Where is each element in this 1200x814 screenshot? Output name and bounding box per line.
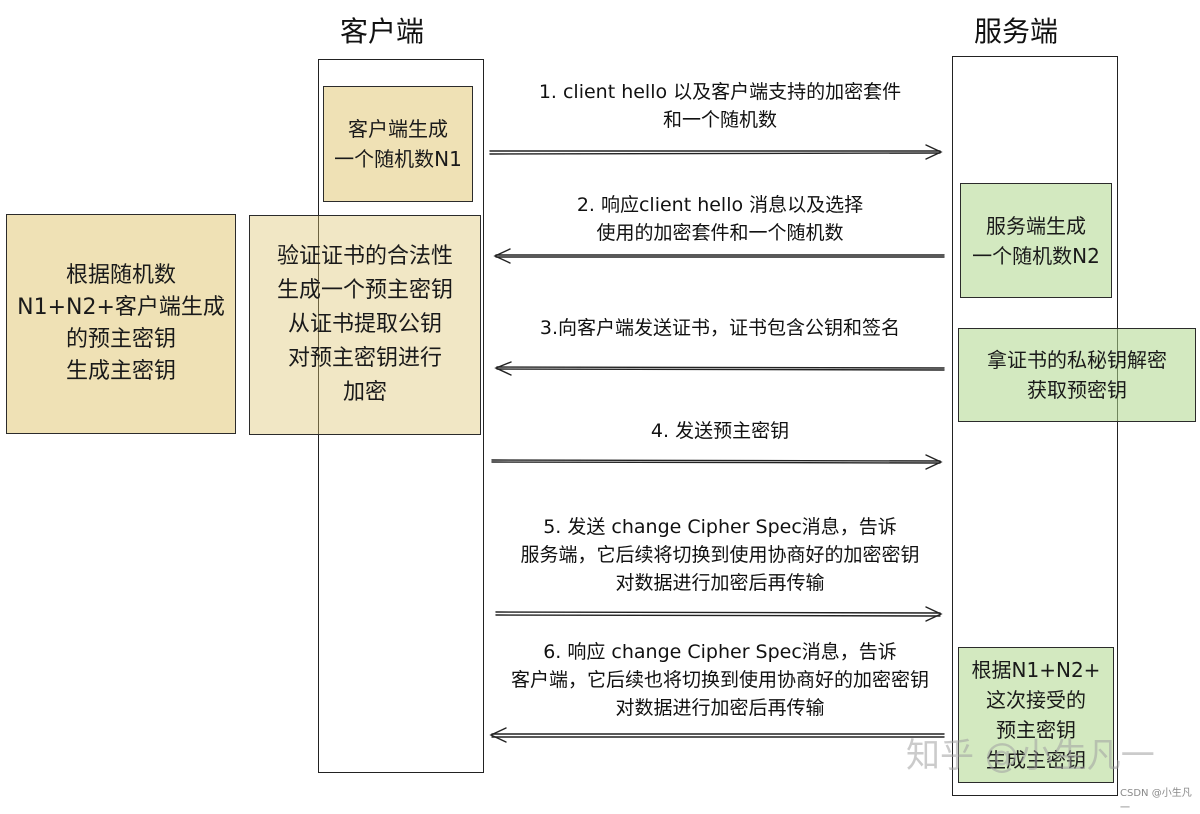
message-5-line: 服务端，它后续将切换到使用协商好的加密密钥 — [520, 544, 920, 566]
arrow-1-right — [489, 144, 943, 160]
zhihu-watermark: 知乎 @小生凡一 — [906, 736, 1155, 776]
client-verify-line: 生成一个预主密钥 — [276, 278, 453, 303]
csdn-watermark: CSDN @小生凡一 — [1120, 788, 1192, 814]
arrow-4-right — [491, 454, 943, 470]
message-6-label: 6. 响应 change Cipher Spec消息，告诉 客户端，它后续也将切… — [470, 638, 970, 722]
client-random-line: 客户端生成 — [348, 117, 448, 141]
client-master-line: 根据随机数 — [65, 263, 176, 288]
arrow-2-left — [493, 248, 945, 264]
server-random-line: 服务端生成 — [986, 213, 1086, 238]
server-lane-title: 服务端 — [974, 15, 1059, 48]
client-master-line: N1+N2+客户端生成 — [17, 295, 225, 320]
client-verify-line: 从证书提取公钥 — [287, 312, 442, 337]
server-master-line: 根据N1+N2+ — [971, 658, 1101, 682]
arrow-3-left — [494, 361, 945, 376]
server-master-key-box: 根据N1+N2+ 这次接受的 预主密钥 生成主密钥 — [958, 647, 1114, 783]
message-3-label: 3.向客户端发送证书，证书包含公钥和签名 — [480, 314, 960, 342]
client-lane-title: 客户端 — [340, 15, 425, 48]
message-6-line: 6. 响应 change Cipher Spec消息，告诉 — [543, 641, 897, 663]
message-1-line: 和一个随机数 — [662, 109, 777, 131]
arrow-6-left — [489, 727, 945, 743]
client-random-box: 客户端生成 一个随机数N1 — [323, 86, 473, 202]
client-verify-line: 加密 — [342, 380, 387, 405]
server-decrypt-line: 获取预密钥 — [1027, 378, 1127, 402]
client-verify-line: 验证证书的合法性 — [276, 244, 453, 269]
message-5-line: 5. 发送 change Cipher Spec消息，告诉 — [543, 516, 897, 538]
message-5-label: 5. 发送 change Cipher Spec消息，告诉 服务端，它后续将切换… — [470, 513, 970, 597]
message-1-label: 1. client hello 以及客户端支持的加密套件 和一个随机数 — [480, 78, 960, 134]
client-lane — [318, 59, 484, 773]
server-random-box: 服务端生成 一个随机数N2 — [960, 183, 1112, 298]
server-master-line: 预主密钥 — [995, 718, 1076, 742]
message-2-line: 使用的加密套件和一个随机数 — [596, 222, 844, 244]
message-1-line: 1. client hello 以及客户端支持的加密套件 — [538, 81, 902, 103]
message-2-label: 2. 响应client hello 消息以及选择 使用的加密套件和一个随机数 — [480, 191, 960, 247]
server-lane — [952, 56, 1118, 796]
arrow-5-right — [495, 606, 943, 622]
client-master-line: 生成主密钥 — [65, 359, 176, 384]
server-master-line: 这次接受的 — [985, 688, 1086, 712]
message-3-line: 3.向客户端发送证书，证书包含公钥和签名 — [539, 317, 901, 339]
client-verify-box: 验证证书的合法性 生成一个预主密钥 从证书提取公钥 对预主密钥进行 加密 — [249, 215, 481, 435]
server-master-line: 生成主密钥 — [985, 748, 1086, 772]
server-random-line: 一个随机数N2 — [972, 243, 1100, 268]
server-decrypt-box: 拿证书的私秘钥解密 获取预密钥 — [958, 328, 1196, 422]
message-4-label: 4. 发送预主密钥 — [480, 417, 960, 445]
server-decrypt-line: 拿证书的私秘钥解密 — [987, 348, 1167, 372]
message-4-line: 4. 发送预主密钥 — [650, 420, 790, 442]
message-2-line: 2. 响应client hello 消息以及选择 — [576, 194, 864, 216]
message-5-line: 对数据进行加密后再传输 — [615, 572, 825, 594]
message-6-line: 客户端，它后续也将切换到使用协商好的加密密钥 — [510, 669, 929, 691]
client-master-key-box: 根据随机数 N1+N2+客户端生成 的预主密钥 生成主密钥 — [6, 214, 236, 434]
message-6-line: 对数据进行加密后再传输 — [615, 697, 825, 719]
client-verify-line: 对预主密钥进行 — [287, 346, 442, 371]
client-master-line: 的预主密钥 — [65, 327, 176, 352]
client-random-line: 一个随机数N1 — [334, 147, 462, 171]
